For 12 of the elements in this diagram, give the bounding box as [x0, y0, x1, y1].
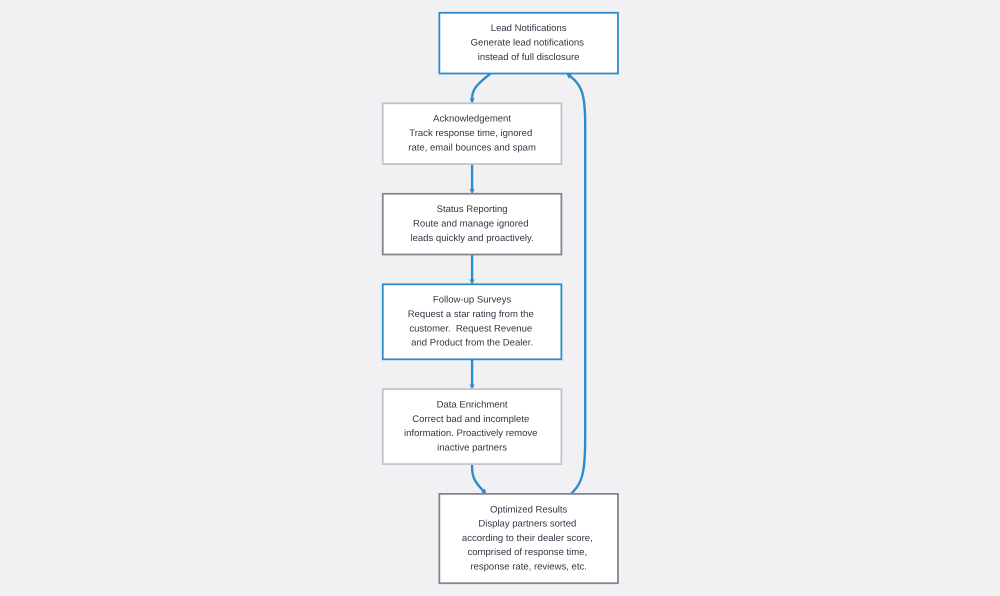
- arrow: [469, 164, 474, 194]
- arrow: [469, 254, 474, 285]
- node-box: Lead Notifications Generate lead notifications instead of full disclosure: [438, 12, 618, 74]
- node-box: Status Reporting Route and manage ignored leads quickly and proactively.: [382, 192, 562, 256]
- node-box: Follow-up Surveys Request a star rating from the customer. Request Revenue and Product from the Dealer.: [382, 283, 562, 360]
- node-box: Acknowledgement Track response time, ignored rate, email bounces and spam: [382, 102, 562, 165]
- arrow: [470, 464, 486, 494]
- node-box: Optimized Results Display partners sorted according to their dealer score, comprised of response time, response rate, reviews, etc.: [438, 493, 618, 584]
- arrow: [469, 72, 492, 104]
- arrow: [566, 73, 586, 495]
- arrow: [469, 359, 474, 390]
- node-box: Data Enrichment Correct bad and incomplete information. Proactively remove inactive partners: [382, 388, 562, 466]
